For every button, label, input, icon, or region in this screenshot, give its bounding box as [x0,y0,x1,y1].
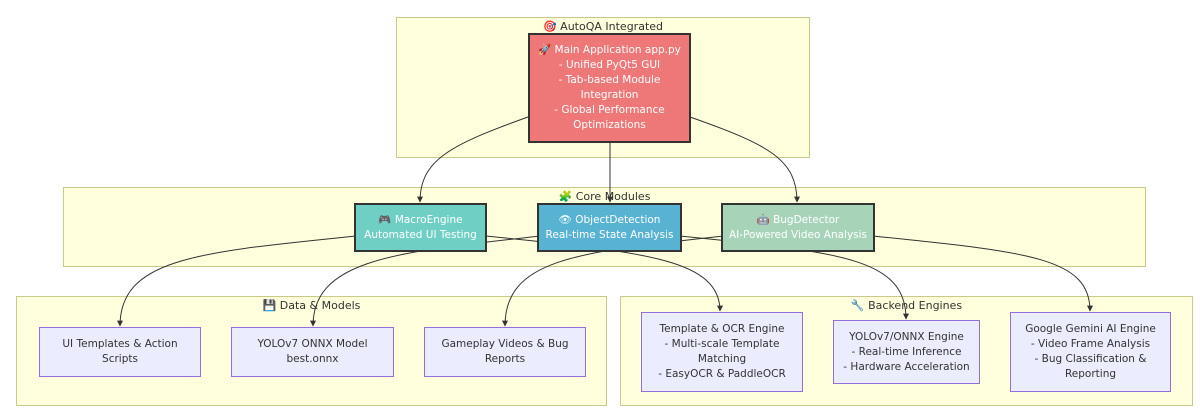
node-line: - Real-time Inference [851,345,962,358]
cluster-title: 🎯 AutoQA Integrated [542,20,664,33]
node-line: - EasyOCR & PaddleOCR [658,368,786,380]
node-line: Matching [697,353,747,365]
node-line: - Video Frame Analysis [1030,338,1151,350]
yolo-onnx-engine-node: YOLOv7/ONNX Engine - Real-time Inference… [833,320,980,384]
node-line: - Tab-based Module [558,74,661,86]
template-ocr-engine-node: Template & OCR Engine - Multi-scale Temp… [641,312,803,392]
node-line: 🤖 BugDetector [756,213,840,226]
node-line: Google Gemini AI Engine [1025,323,1156,335]
node-line: - Unified PyQt5 GUI [558,59,661,71]
node-line: Scripts [102,353,138,365]
node-line: Integration [580,89,639,101]
gameplay-videos-node: Gameplay Videos & Bug Reports [424,327,586,377]
cluster-title: 💾 Data & Models [262,299,361,312]
gemini-engine-node: Google Gemini AI Engine - Video Frame An… [1010,312,1171,392]
object-detection-node: 👁 ObjectDetection Real-time State Analys… [537,203,682,252]
node-line: 🚀 Main Application app.py [538,44,681,56]
node-line: - Multi-scale Template [664,338,780,350]
node-line: YOLOv7 ONNX Model [257,338,368,350]
node-line: YOLOv7/ONNX Engine [849,330,964,343]
node-line: 👁 ObjectDetection [558,213,661,226]
node-line: UI Templates & Action [62,338,178,350]
node-line: 🎮 MacroEngine [378,213,463,226]
yolo-model-node: YOLOv7 ONNX Model best.onnx [231,327,394,377]
node-line: Template & OCR Engine [659,323,785,335]
node-line: best.onnx [286,353,339,365]
node-line: - Hardware Acceleration [843,360,970,373]
cluster-title: 🔧 Backend Engines [850,299,963,312]
node-line: - Bug Classification & [1034,353,1147,365]
cluster-title: 🧩 Core Modules [558,190,651,203]
node-line: Real-time State Analysis [545,228,674,241]
node-line: Reporting [1064,368,1117,380]
node-line: Optimizations [573,119,646,131]
ui-templates-node: UI Templates & Action Scripts [39,327,201,377]
macro-engine-node: 🎮 MacroEngine Automated UI Testing [354,203,487,252]
bug-detector-node: 🤖 BugDetector AI-Powered Video Analysis [721,203,875,252]
main-application-node: 🚀 Main Application app.py - Unified PyQt… [528,33,691,143]
node-line: - Global Performance [554,104,665,116]
node-line: Gameplay Videos & Bug [441,338,569,350]
node-line: Reports [484,353,526,365]
node-line: AI-Powered Video Analysis [728,228,868,241]
node-line: Automated UI Testing [364,228,477,241]
